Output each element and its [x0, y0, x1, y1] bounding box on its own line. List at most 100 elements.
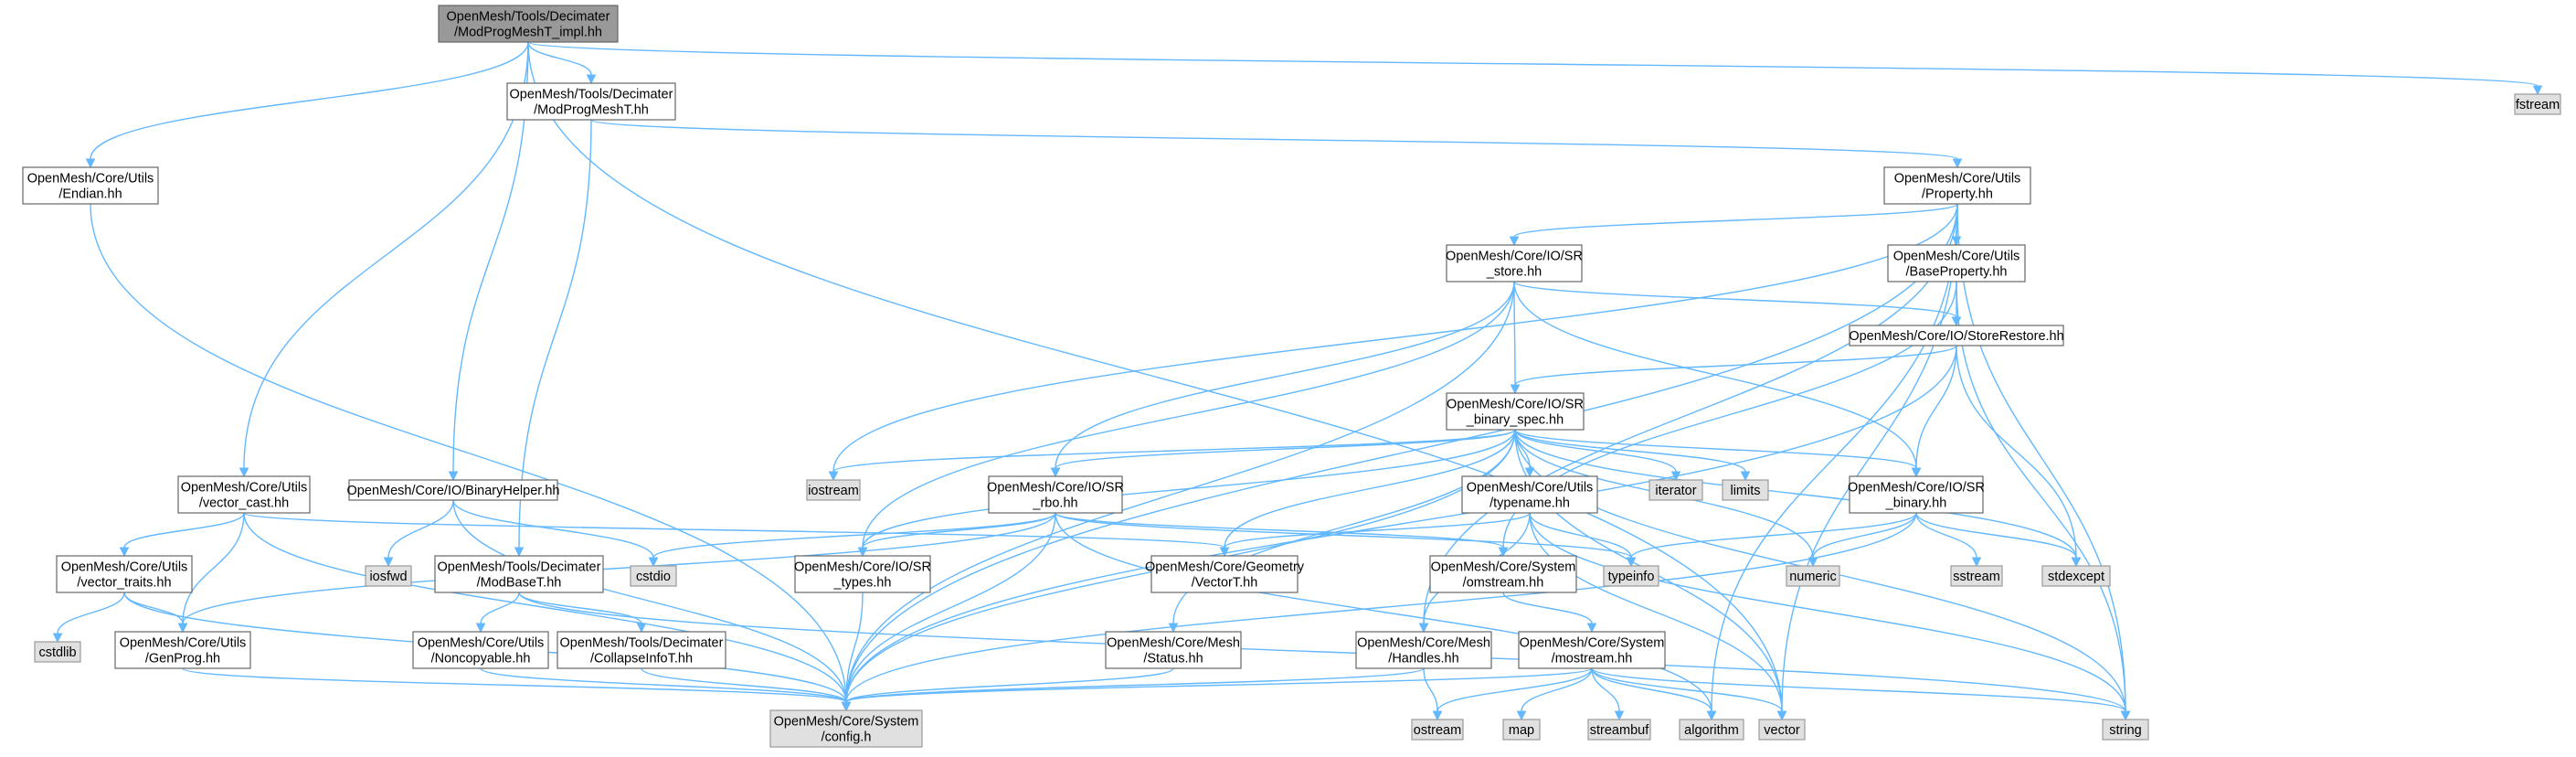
node-box	[34, 641, 81, 663]
node-box	[434, 555, 604, 593]
edge-mostream-to-ostream	[1432, 667, 1593, 721]
node-box	[1105, 631, 1242, 669]
node-box	[1587, 719, 1651, 741]
node-box	[1502, 719, 1541, 741]
node-iostream[interactable]: iostream	[806, 479, 861, 501]
node-iosfwd[interactable]: iosfwd	[365, 565, 412, 587]
node-handles[interactable]: OpenMesh/Core/Mesh/Handles.hh	[1355, 631, 1492, 669]
node-label: OpenMesh/Core/IO/SR	[794, 560, 931, 575]
edge-binspec-to-iterator	[1514, 429, 1681, 482]
node-label: /Noncopyable.hh	[431, 652, 531, 666]
node-srrbo[interactable]: OpenMesh/Core/IO/SR_rbo.hh	[987, 475, 1124, 514]
node-box	[348, 479, 558, 501]
node-vtraits[interactable]: OpenMesh/Core/Utils/vector_traits.hh	[56, 555, 193, 593]
node-ostream[interactable]: ostream	[1411, 719, 1464, 741]
node-box	[769, 709, 923, 748]
node-stdexcept[interactable]: stdexcept	[2041, 565, 2111, 587]
node-label: /config.h	[822, 730, 872, 745]
edge-storerestore-to-stdexcept	[1956, 345, 2082, 568]
node-box	[794, 555, 931, 593]
node-srbinary[interactable]: OpenMesh/Core/IO/SR_binary.hh	[1848, 475, 1985, 514]
node-storerestore[interactable]: OpenMesh/Core/IO/StoreRestore.hh	[1849, 325, 2064, 347]
node-noncopy[interactable]: OpenMesh/Core/Utils/Noncopyable.hh	[412, 631, 549, 669]
node-box	[56, 555, 193, 593]
node-baseprop[interactable]: OpenMesh/Core/Utils/BaseProperty.hh	[1887, 244, 2026, 283]
node-label: /ModBaseT.hh	[477, 576, 562, 591]
node-modprog[interactable]: OpenMesh/Tools/Decimater/ModProgMeshT.hh	[506, 82, 676, 121]
node-label: OpenMesh/Core/IO/SR	[1848, 481, 1985, 496]
node-box	[1849, 325, 2064, 347]
edge-modprog-to-property	[590, 119, 1963, 169]
node-root[interactable]: OpenMesh/Tools/Decimater/ModProgMeshT_im…	[438, 5, 619, 43]
node-box	[412, 631, 549, 669]
node-label: /omstream.hh	[1463, 576, 1544, 591]
node-collapse[interactable]: OpenMesh/Tools/Decimater/CollapseInfoT.h…	[557, 631, 726, 669]
node-box	[630, 565, 677, 587]
node-label: cstdio	[636, 570, 671, 584]
node-sstream[interactable]: sstream	[1950, 565, 2003, 587]
node-box	[557, 631, 726, 669]
edge-root-to-vector	[527, 41, 1787, 721]
node-status[interactable]: OpenMesh/Core/Mesh/Status.hh	[1105, 631, 1242, 669]
node-mostream[interactable]: OpenMesh/Core/System/mostream.hh	[1518, 631, 1666, 669]
node-cstdio[interactable]: cstdio	[630, 565, 677, 587]
node-property[interactable]: OpenMesh/Core/Utils/Property.hh	[1883, 166, 2031, 205]
node-label: _binary.hh	[1885, 496, 1947, 511]
node-streambuf[interactable]: streambuf	[1587, 719, 1651, 741]
node-modbase[interactable]: OpenMesh/Tools/Decimater/ModBaseT.hh	[434, 555, 604, 593]
node-omstream[interactable]: OpenMesh/Core/System/omstream.hh	[1429, 555, 1577, 593]
node-vectort[interactable]: OpenMesh/Core/Geometry/VectorT.hh	[1145, 555, 1305, 593]
edge-mostream-to-vector	[1591, 667, 1787, 721]
node-label: /vector_traits.hh	[77, 576, 171, 591]
node-numeric[interactable]: numeric	[1786, 565, 1840, 587]
node-vcast[interactable]: OpenMesh/Core/Utils/vector_cast.hh	[177, 475, 311, 514]
edge-mostream-to-algorithm	[1591, 667, 1717, 721]
node-box	[1786, 565, 1840, 587]
node-label: iosfwd	[369, 570, 407, 584]
edge-srbinary-to-sstream	[1915, 512, 1982, 568]
node-binspec[interactable]: OpenMesh/Core/IO/SR_binary_spec.hh	[1446, 392, 1585, 431]
node-label: /VectorT.hh	[1192, 576, 1258, 591]
node-srstore[interactable]: OpenMesh/Core/IO/SR_store.hh	[1446, 244, 1583, 283]
node-map[interactable]: map	[1502, 719, 1541, 741]
node-limits[interactable]: limits	[1722, 479, 1769, 501]
node-box	[1887, 244, 2026, 283]
edge-srstore-to-srbinary	[1513, 281, 1922, 478]
node-config[interactable]: OpenMesh/Core/System/config.h	[769, 709, 923, 748]
node-box	[365, 565, 412, 587]
node-fstream[interactable]: fstream	[2514, 93, 2561, 115]
node-box	[2514, 93, 2561, 115]
node-label: /Property.hh	[1922, 187, 1993, 202]
edge-root-to-endian	[85, 41, 529, 169]
node-iterator[interactable]: iterator	[1648, 479, 1703, 501]
node-cstdlib[interactable]: cstdlib	[34, 641, 81, 663]
node-typename[interactable]: OpenMesh/Core/Utils/typename.hh	[1461, 475, 1598, 514]
node-box	[1429, 555, 1577, 593]
edge-srbinary-to-typeinfo	[1626, 512, 1917, 568]
node-typeinfo[interactable]: typeinfo	[1603, 565, 1659, 587]
node-label: numeric	[1789, 570, 1837, 584]
node-box	[1648, 479, 1703, 501]
node-srtypes[interactable]: OpenMesh/Core/IO/SR_types.hh	[794, 555, 931, 593]
node-string[interactable]: string	[2102, 719, 2149, 741]
edge-srrbo-to-cstdio	[648, 512, 1056, 568]
node-box	[1150, 555, 1299, 593]
edge-vtraits-to-cstdlib	[52, 592, 125, 644]
node-label: iostream	[808, 484, 859, 498]
edge-root-to-modprog	[527, 41, 597, 85]
edge-typename-to-vector	[1529, 512, 1787, 721]
edge-srrbo-to-algorithm	[1055, 512, 1717, 721]
node-vector[interactable]: vector	[1758, 719, 1806, 741]
edge-binspec-to-srrbo	[1050, 429, 1516, 478]
edge-root-to-vcast	[239, 41, 529, 478]
edge-vcast-to-vtraits	[119, 512, 245, 558]
node-binhelper[interactable]: OpenMesh/Core/IO/BinaryHelper.hh	[347, 479, 560, 501]
node-label: /Endian.hh	[58, 187, 122, 202]
node-algorithm[interactable]: algorithm	[1679, 719, 1744, 741]
node-endian[interactable]: OpenMesh/Core/Utils/Endian.hh	[22, 166, 159, 205]
node-label: iterator	[1655, 484, 1696, 498]
node-label: ostream	[1414, 723, 1461, 738]
node-genprog[interactable]: OpenMesh/Core/Utils/GenProg.hh	[114, 631, 251, 669]
node-label: _types.hh	[833, 576, 892, 591]
node-label: OpenMesh/Core/IO/SR	[1446, 250, 1583, 264]
